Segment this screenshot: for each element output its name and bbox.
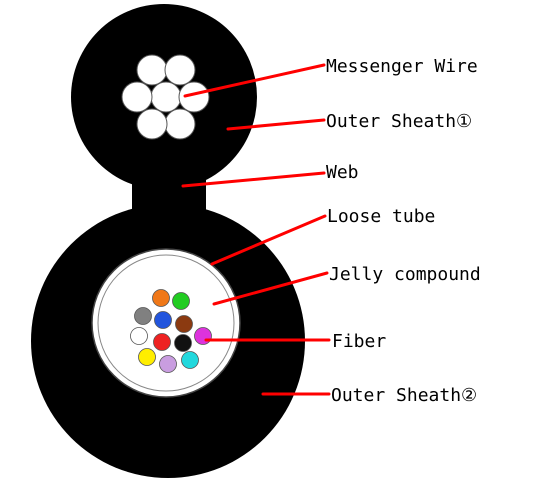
fiber-11: [159, 355, 177, 373]
fiber-7: [153, 333, 171, 351]
label-messenger-wire: Messenger Wire: [326, 56, 478, 77]
fiber-8: [174, 334, 192, 352]
fiber-2: [172, 292, 190, 310]
leader-line-messenger-wire: [183, 63, 326, 98]
wire-strand: [178, 81, 210, 113]
wire-strand: [121, 81, 153, 113]
wire-strand: [136, 54, 168, 86]
fiber-1: [152, 289, 170, 307]
leader-line-web: [181, 171, 326, 188]
label-jelly-compound: Jelly compound: [329, 264, 481, 285]
label-web: Web: [326, 162, 359, 183]
fiber-5: [175, 315, 193, 333]
fiber-bundle: [130, 289, 212, 373]
label-loose-tube: Loose tube: [327, 206, 435, 227]
leader-line-jelly-compound: [212, 271, 329, 306]
fiber-3: [134, 307, 152, 325]
fiber-10: [138, 348, 156, 366]
label-outer-sheath-2: Outer Sheath②: [331, 385, 477, 406]
fiber-6: [130, 327, 148, 345]
wire-strand: [164, 108, 196, 140]
fiber-12: [181, 351, 199, 369]
wire-strand: [164, 54, 196, 86]
label-fiber: Fiber: [332, 331, 386, 352]
wire-strand: [150, 81, 182, 113]
messenger-wire: [121, 54, 210, 140]
fiber-9: [194, 327, 212, 345]
label-outer-sheath-1: Outer Sheath①: [326, 111, 472, 132]
fiber-4: [154, 311, 172, 329]
leader-line-loose-tube: [210, 214, 327, 266]
wire-strand: [136, 108, 168, 140]
leader-line-outer-sheath-1: [226, 118, 326, 131]
leader-lines: [181, 63, 331, 396]
